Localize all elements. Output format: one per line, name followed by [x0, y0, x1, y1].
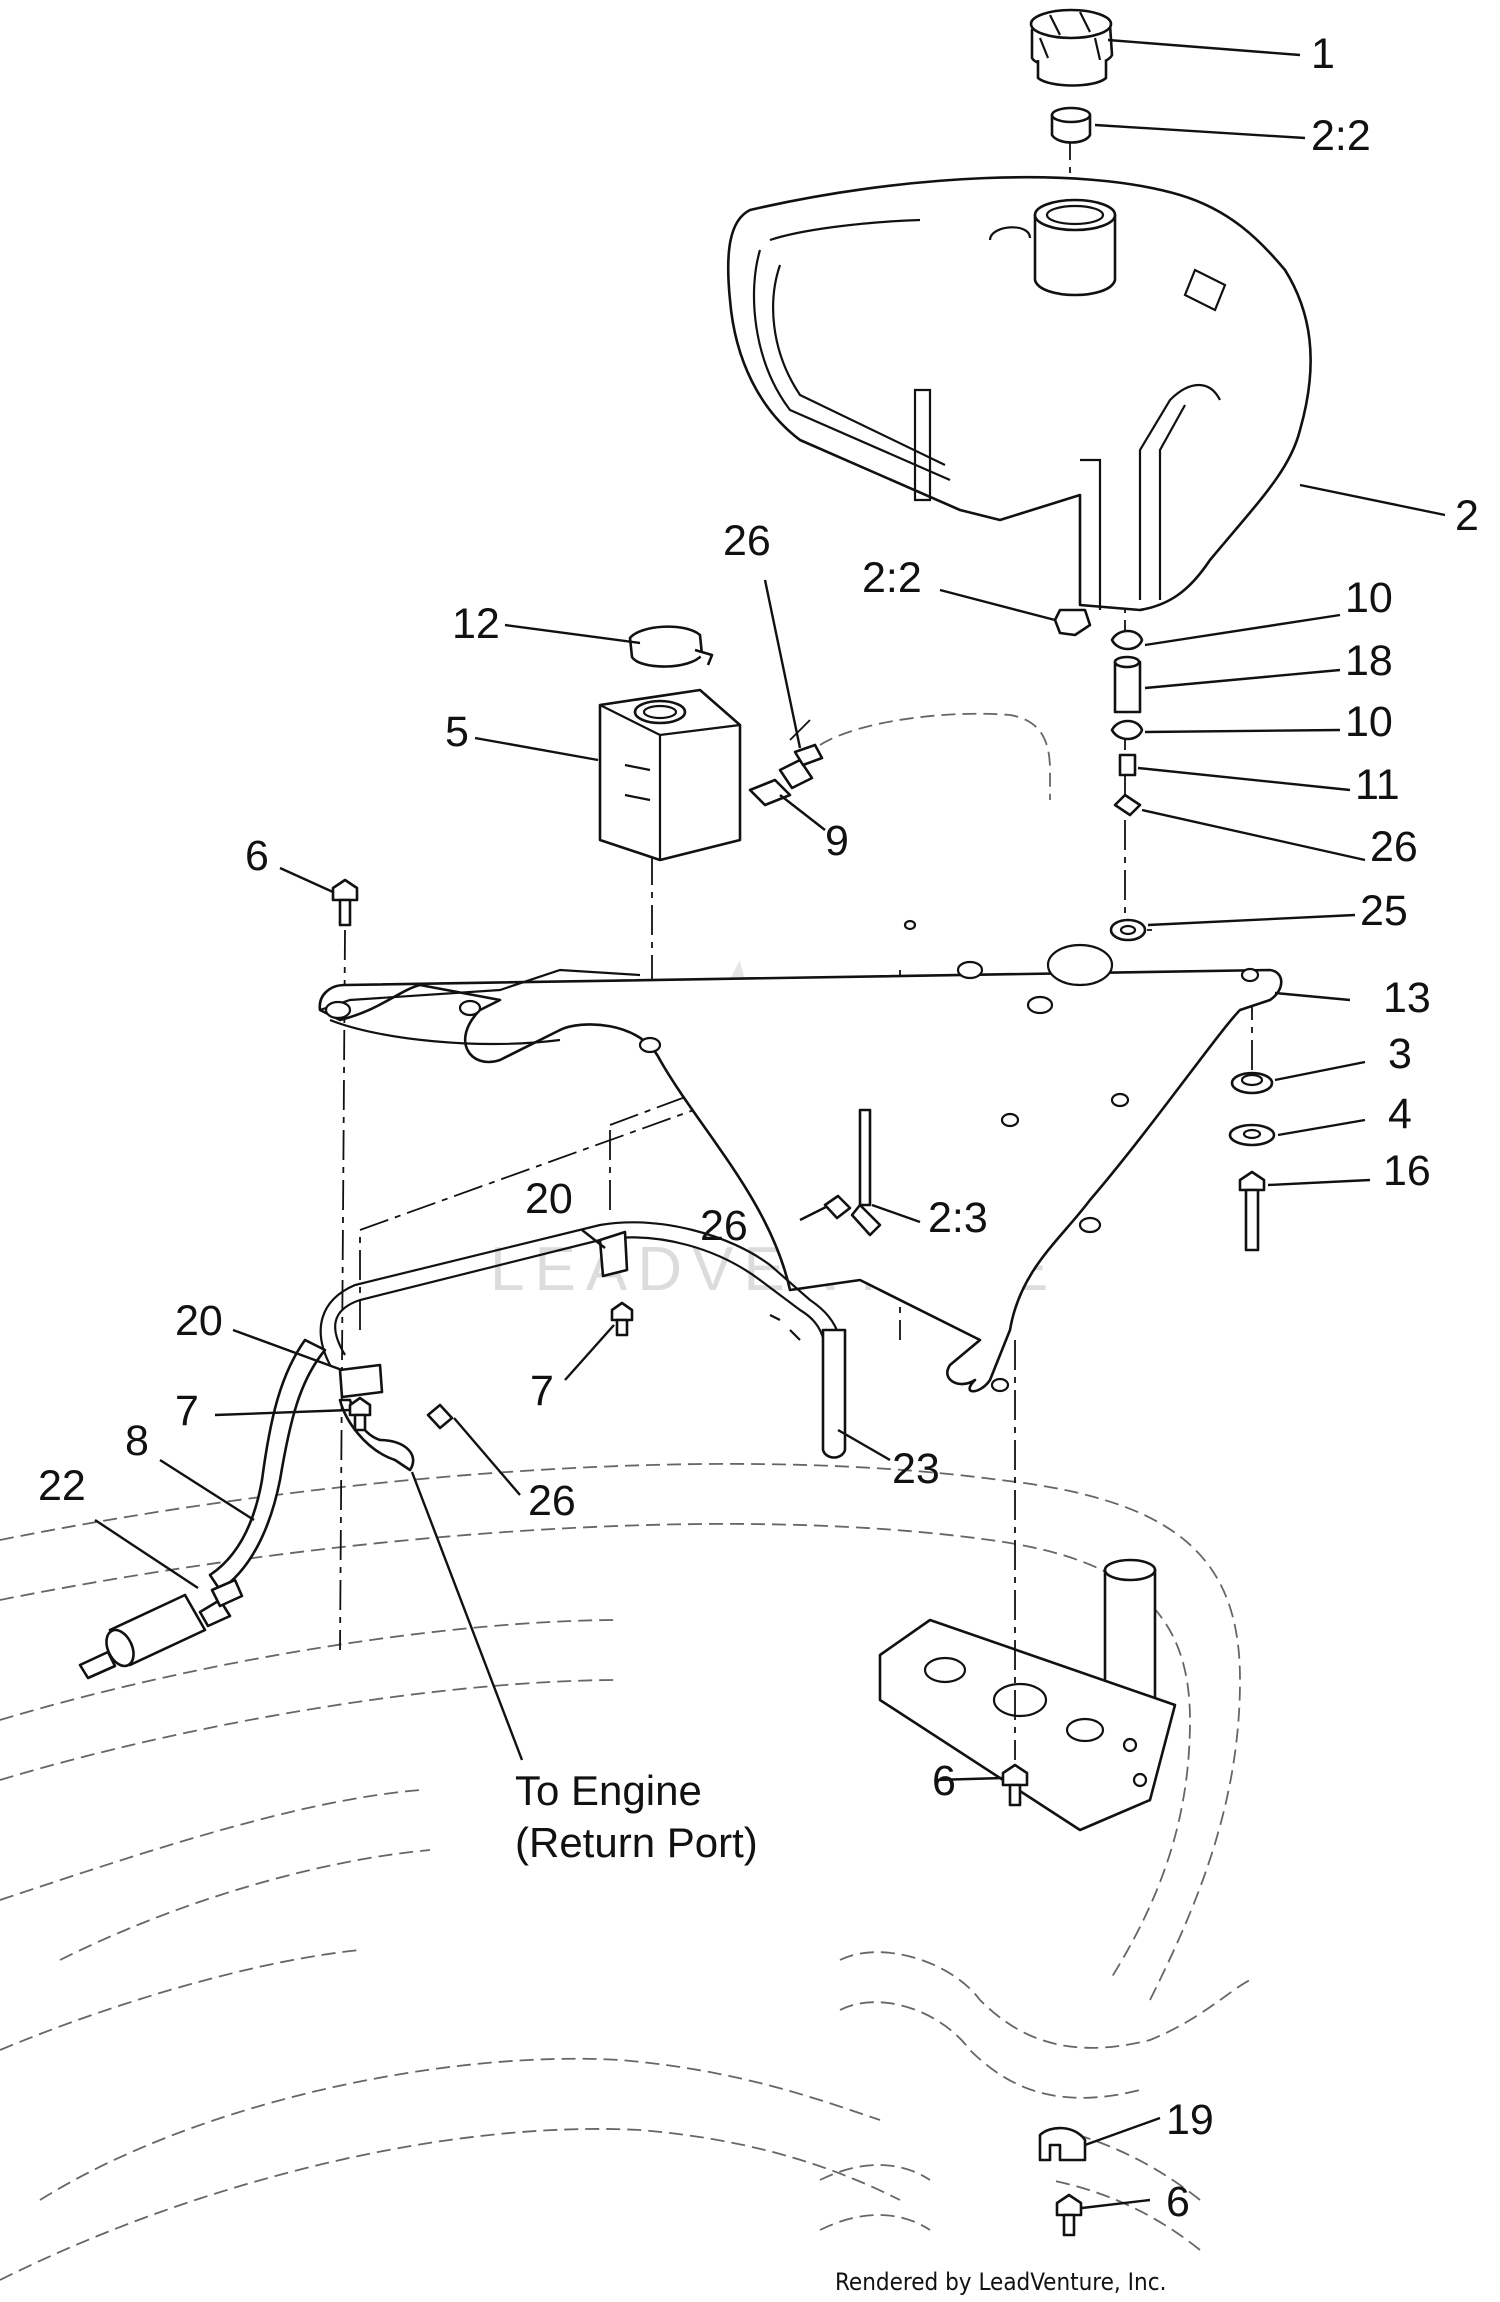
callout-25: 25 [1360, 887, 1408, 935]
fuel-cap [1029, 8, 1114, 87]
callout-23: 23 [892, 1445, 940, 1493]
pickup-tube [823, 1108, 882, 1237]
callout-6-upper: 6 [245, 832, 269, 880]
callout-5: 5 [445, 708, 469, 756]
leader-lines [94, 38, 1446, 2210]
callout-19: 19 [1166, 2096, 1214, 2144]
overflow-bottle [598, 688, 742, 862]
callout-13: 13 [1383, 974, 1431, 1022]
callout-18: 18 [1345, 637, 1393, 685]
callout-26-vent: 26 [723, 517, 771, 565]
callout-6-bracket: 6 [932, 1757, 956, 1805]
fuel-hoses [208, 1221, 847, 1592]
vent-fitting [748, 743, 824, 807]
callout-2: 2 [1455, 492, 1479, 540]
callout-10-lower: 10 [1345, 698, 1393, 746]
callout-2-2-lower: 2:2 [862, 554, 922, 602]
callout-26-stack: 26 [1370, 823, 1418, 871]
tank-mount-bracket [878, 1618, 1177, 1832]
render-credit: Rendered by LeadVenture, Inc. [835, 2268, 1166, 2296]
vent-hose [819, 712, 1051, 800]
grommet-lower [1053, 608, 1092, 637]
callout-6-lower: 6 [1166, 2178, 1190, 2226]
callout-9: 9 [825, 817, 849, 865]
callout-22: 22 [38, 1462, 86, 1510]
callout-10-upper: 10 [1345, 574, 1393, 622]
bottle-cap [628, 625, 714, 668]
callout-11: 11 [1355, 761, 1400, 809]
grommet-top [1050, 106, 1092, 144]
callout-2-2-top: 2:2 [1311, 112, 1371, 160]
washer-stack [1228, 1071, 1276, 1252]
callout-26-hose: 26 [528, 1477, 576, 1525]
mounting-plate [318, 919, 1283, 1393]
fuel-filter [78, 1578, 244, 1680]
fuel-tank [726, 175, 1312, 612]
callout-8: 8 [125, 1417, 149, 1465]
fuel-line-stack [1109, 629, 1147, 942]
callout-7-left: 7 [175, 1387, 199, 1435]
callout-2-3: 2:3 [928, 1194, 988, 1242]
note-line-2: (Return Port) [515, 1819, 758, 1866]
callout-4: 4 [1388, 1090, 1412, 1138]
frame-filler-neck [1103, 1558, 1157, 1702]
callout-26-fitting: 26 [700, 1202, 748, 1250]
callout-labels: 1 2:2 2 2:2 10 18 10 11 26 25 13 3 4 16 … [38, 30, 1479, 2226]
bolt-upper-left [331, 878, 359, 927]
callout-12: 12 [452, 600, 500, 648]
callout-1: 1 [1311, 30, 1335, 78]
frame-screws [1001, 1763, 1087, 2237]
return-port-note: To Engine (Return Port) [515, 1767, 758, 1866]
callout-7-right: 7 [530, 1367, 554, 1415]
callout-3: 3 [1388, 1030, 1412, 1078]
callout-16: 16 [1383, 1147, 1431, 1195]
callout-20-lower: 20 [175, 1297, 223, 1345]
callout-20-upper: 20 [525, 1175, 573, 1223]
note-line-1: To Engine [515, 1767, 702, 1814]
hose-clamps [338, 1230, 634, 1432]
